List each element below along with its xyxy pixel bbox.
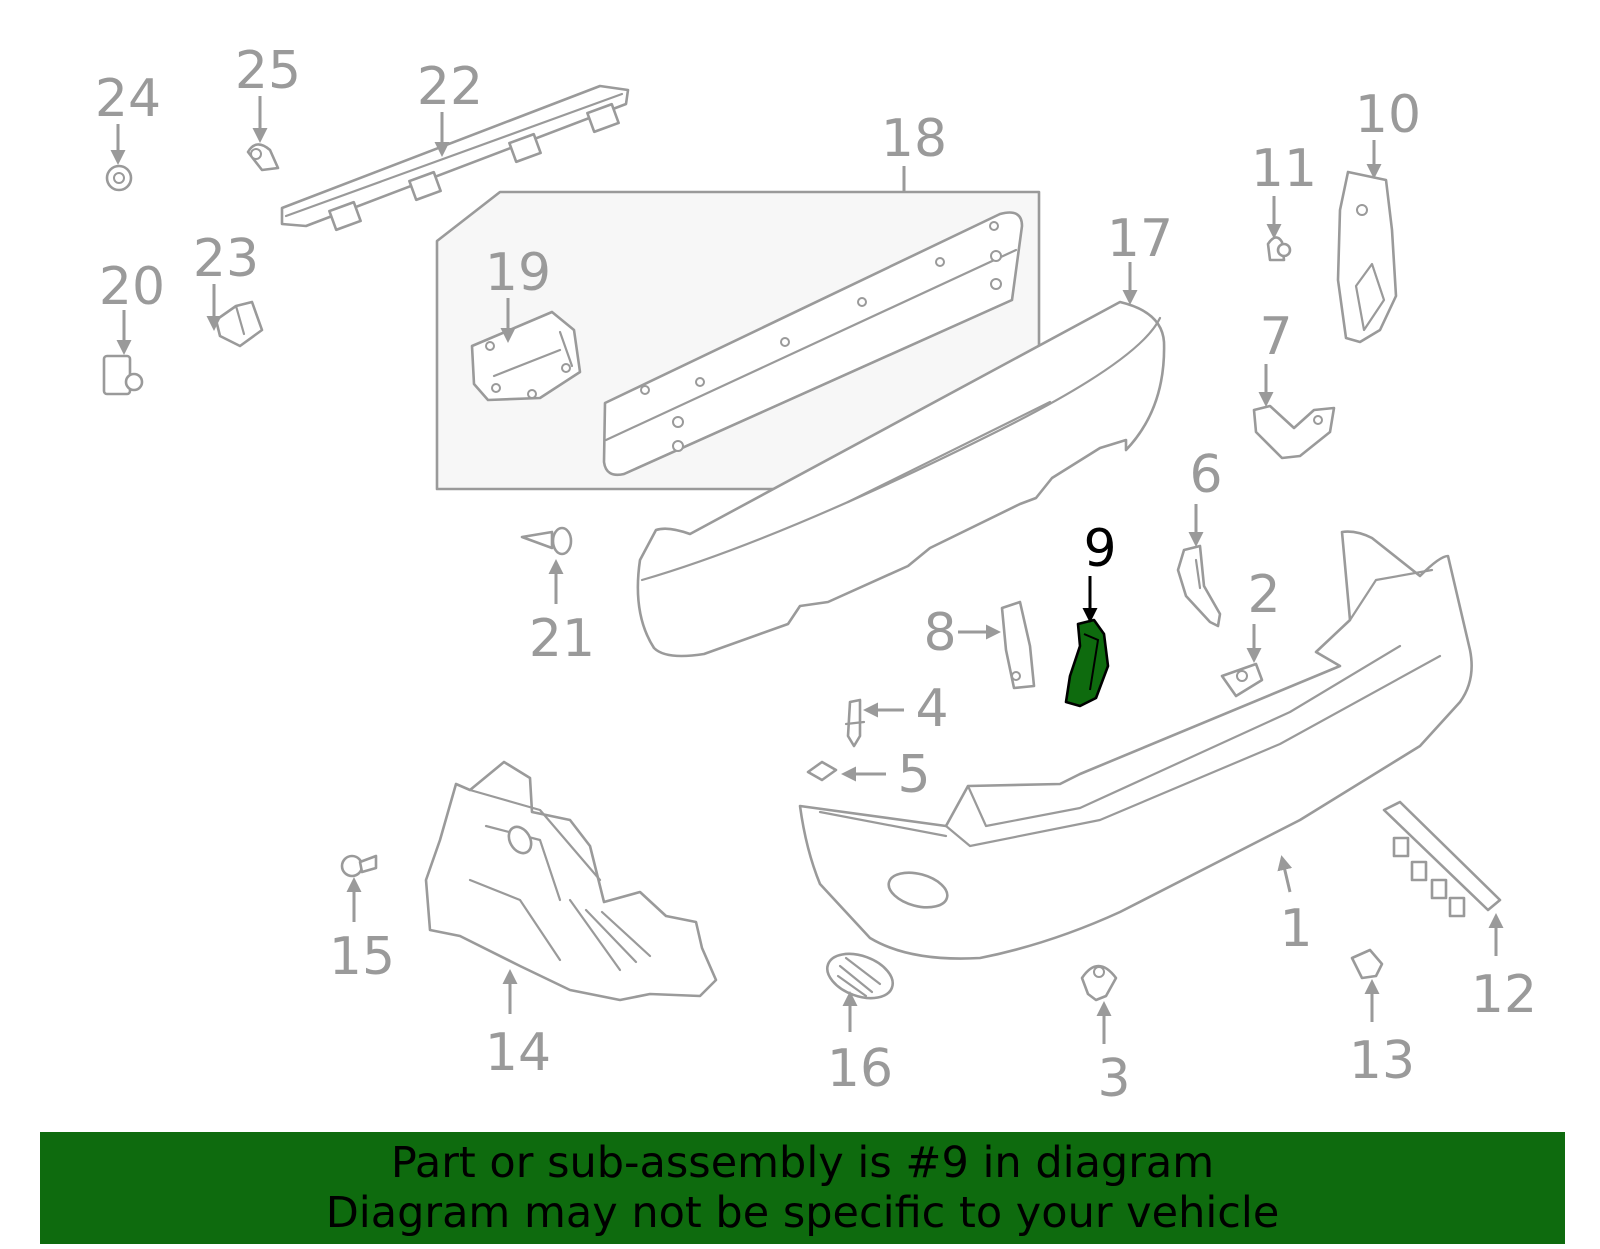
banner-line-part: Part or sub-assembly is #9 in diagram (390, 1138, 1215, 1188)
callout-14: 14 (485, 1023, 551, 1083)
callout-19: 19 (485, 243, 551, 303)
callout-16: 16 (827, 1039, 893, 1099)
part-7-bracket (1252, 404, 1336, 460)
callout-23: 23 (193, 229, 259, 289)
part-15-clip (340, 854, 378, 878)
part-1-bumper-cover (798, 530, 1473, 960)
leader-lines (110, 96, 1504, 1044)
callout-5: 5 (897, 745, 930, 805)
part-13-clip (1350, 948, 1384, 980)
part-11-clip (1266, 236, 1292, 262)
part-23-bracket (214, 300, 264, 348)
part-17-energy-absorber (636, 300, 1166, 658)
part-24-nut (105, 164, 133, 192)
callout-13: 13 (1349, 1031, 1415, 1091)
part-8-side-bracket (1000, 600, 1036, 690)
callout-labels: 1 2 3 4 5 6 7 8 9 10 11 12 13 14 15 16 1… (95, 41, 1537, 1109)
part-16-grille (826, 952, 894, 1000)
part-25-clip (246, 143, 280, 172)
part-5-pad (806, 760, 838, 782)
callout-22: 22 (417, 57, 483, 117)
part-12-bracket (1382, 800, 1502, 918)
leader-1 (1277, 855, 1293, 893)
part-6-bracket (1176, 544, 1222, 628)
part-14-fender-liner (424, 760, 718, 1002)
callout-7: 7 (1259, 307, 1292, 367)
callout-2: 2 (1247, 565, 1280, 625)
part-2-clip (1220, 662, 1264, 698)
callout-10: 10 (1355, 85, 1421, 145)
callout-3: 3 (1097, 1049, 1130, 1109)
callout-25: 25 (235, 41, 301, 101)
callout-6: 6 (1189, 445, 1222, 505)
callout-24: 24 (95, 69, 161, 129)
callout-12: 12 (1471, 965, 1537, 1025)
callout-17: 17 (1107, 209, 1173, 269)
callout-1: 1 (1279, 899, 1312, 959)
part-19-bracket (470, 310, 582, 402)
callout-9-highlighted: 9 (1083, 519, 1116, 579)
callout-11: 11 (1251, 139, 1317, 199)
part-18-reinforcement-beam (602, 211, 1024, 477)
part-9-bracket-highlighted[interactable] (1064, 618, 1110, 708)
callout-21: 21 (529, 609, 595, 669)
callout-15: 15 (329, 927, 395, 987)
info-banner: Part or sub-assembly is #9 in diagram Di… (40, 1132, 1565, 1244)
part-3-clip (1080, 964, 1118, 1002)
callout-8: 8 (923, 603, 956, 663)
part-20-retainer (102, 354, 144, 396)
callout-20: 20 (99, 257, 165, 317)
callout-4: 4 (915, 679, 948, 739)
part-10-side-bracket (1336, 170, 1398, 344)
part-21-screw (520, 526, 573, 556)
callout-18: 18 (881, 109, 947, 169)
banner-line-disclaimer: Diagram may not be specific to your vehi… (325, 1188, 1280, 1238)
part-4-pin (844, 698, 866, 748)
part-22-rail (280, 84, 630, 232)
